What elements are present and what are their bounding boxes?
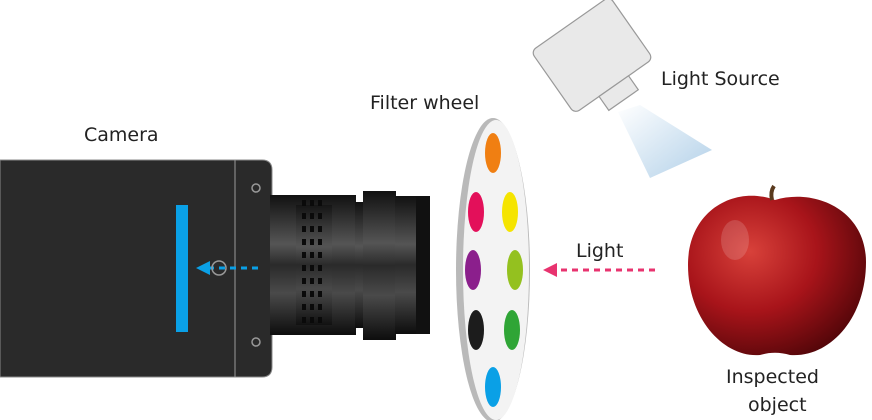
knurl-dot <box>318 200 322 206</box>
apple <box>688 184 866 356</box>
filter-wheel <box>456 118 530 420</box>
color-filter <box>468 310 484 350</box>
image-sensor <box>176 205 188 332</box>
knurl-dot <box>318 278 322 284</box>
knurl-dot <box>318 239 322 245</box>
knurl-dot <box>318 265 322 271</box>
knurl-dot <box>310 278 314 284</box>
knurl-dot <box>310 213 314 219</box>
knurl-dot <box>302 278 306 284</box>
knurl-dot <box>318 291 322 297</box>
screw-icon <box>251 337 261 347</box>
knurl-dot <box>310 252 314 258</box>
knurl-dot <box>302 304 306 310</box>
stem <box>769 184 776 201</box>
knurl-dot <box>310 291 314 297</box>
lens <box>270 191 430 340</box>
arrow-head-icon <box>196 261 210 275</box>
knurl-dot <box>310 239 314 245</box>
color-filter <box>504 310 520 350</box>
knurl-dot <box>302 239 306 245</box>
camera <box>0 159 273 378</box>
knurl-dot <box>310 304 314 310</box>
knurl-dot <box>302 265 306 271</box>
light-source-label: Light Source <box>661 68 780 90</box>
filter-wheel-label: Filter wheel <box>370 92 480 114</box>
screw-icon <box>251 183 261 193</box>
knurl-dot <box>318 304 322 310</box>
knurl-dot <box>310 226 314 232</box>
light-source <box>532 0 712 178</box>
color-filter <box>507 250 523 290</box>
knurl-dot <box>310 265 314 271</box>
knurl-dot <box>310 200 314 206</box>
knurl-dot <box>302 213 306 219</box>
knurl-dot <box>302 200 306 206</box>
light-arrow <box>543 263 655 277</box>
knurl-dot <box>310 317 314 323</box>
knurl-dot <box>318 226 322 232</box>
knurl-dot <box>318 213 322 219</box>
light-beam <box>618 105 712 178</box>
color-filter <box>485 367 501 407</box>
knurl-dot <box>302 291 306 297</box>
arrow-head-icon <box>543 263 557 277</box>
light-label: Light <box>576 240 624 262</box>
color-filter <box>465 250 481 290</box>
camera-label: Camera <box>84 124 159 146</box>
knurl-dot <box>318 252 322 258</box>
color-filter <box>502 192 518 232</box>
color-filter <box>468 192 484 232</box>
knurl-dot <box>302 252 306 258</box>
inspected-object-label-line2: object <box>748 394 807 416</box>
inspected-object-label-line1: Inspected <box>726 366 819 388</box>
knurl-dot <box>302 226 306 232</box>
knurl-dot <box>302 317 306 323</box>
color-filter <box>485 133 501 173</box>
knurl-dot <box>318 317 322 323</box>
